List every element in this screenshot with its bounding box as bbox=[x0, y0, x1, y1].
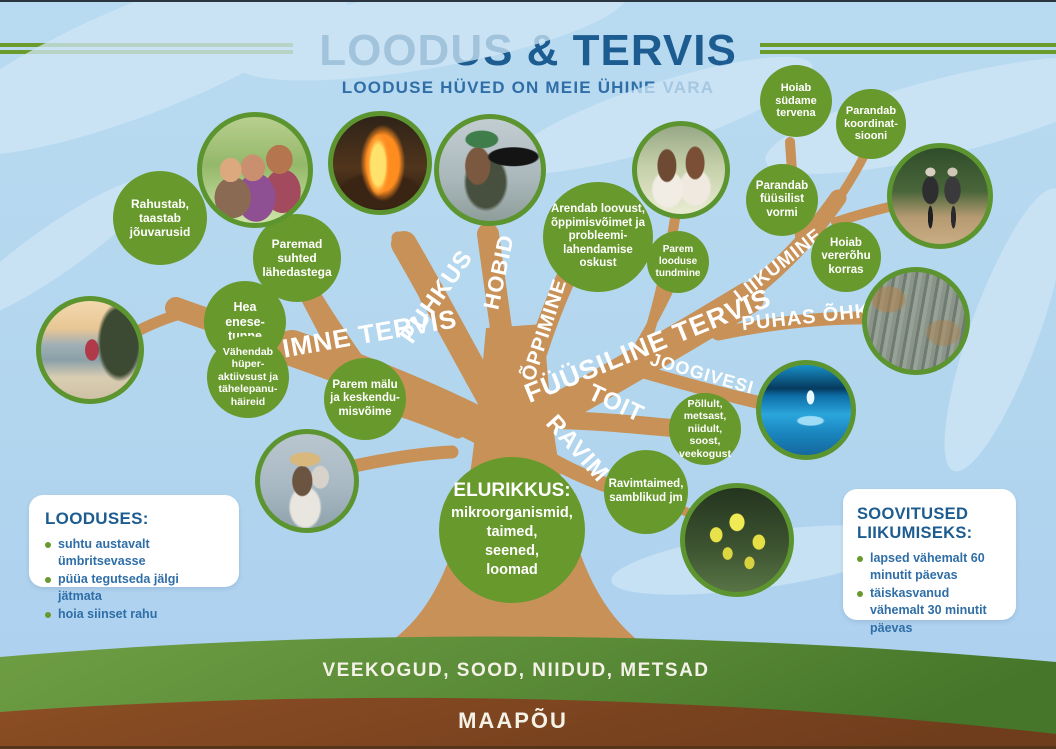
benefit-bubble-koordinatsioon: Parandab koordinat- siooni bbox=[836, 89, 906, 159]
bottom-border bbox=[0, 746, 1056, 749]
header-rule-right-top bbox=[760, 43, 1056, 47]
list-item: lapsed vähemalt 60 minutit päevas bbox=[857, 550, 1002, 585]
benefit-text: Rahustab, taastab jõuvarusid bbox=[129, 196, 191, 240]
benefit-text: Vähendab hüper- aktiivsust ja tähelepanu… bbox=[217, 346, 279, 408]
benefit-bubble-parem-malu: Parem mälu ja keskendu- misvõime bbox=[324, 358, 406, 440]
photo-cowslip-flowers bbox=[680, 483, 794, 597]
photo-nordic-walkers bbox=[887, 143, 993, 249]
sky-branch-watermark bbox=[0, 0, 1056, 595]
list-item: hoia siinset rahu bbox=[45, 606, 223, 624]
list-item: suhtu austavalt ümbritsevasse bbox=[45, 536, 223, 571]
benefit-text: Parandab füüsilist vormi bbox=[755, 179, 809, 219]
benefit-bubble-hyperaktiivsus: Vähendab hüper- aktiivsust ja tähelepanu… bbox=[207, 336, 289, 418]
photo-seaside-swing bbox=[36, 296, 144, 404]
infobox-soovitused-list: lapsed vähemalt 60 minutit päevas täiska… bbox=[857, 550, 1002, 638]
photo-family-outdoors bbox=[197, 112, 313, 228]
list-item: täiskasvanud vähemalt 30 minutit päevas bbox=[857, 585, 1002, 638]
list-item: püüa tegutseda jälgi jätmata bbox=[45, 571, 223, 606]
band-label-veekogud: VEEKOGUD, SOOD, NIIDUD, METSAD bbox=[322, 660, 710, 681]
band-brown-shape bbox=[0, 697, 1056, 749]
benefit-bubble-arendab-loovust: Arendab loovust, õppimisvõimet ja proble… bbox=[543, 182, 653, 292]
benefit-bubble-rahustab: Rahustab, taastab jõuvarusid bbox=[113, 171, 207, 265]
benefit-text: Parem looduse tundmine bbox=[655, 244, 701, 279]
benefit-bubble-fyysiline-vorm: Parandab füüsilist vormi bbox=[746, 164, 818, 236]
elurikkus-bubble: ELURIKKUS: mikroorganismid, taimed, seene… bbox=[439, 457, 585, 603]
photo-lichen-branch bbox=[862, 267, 970, 375]
photo-campfire bbox=[328, 111, 432, 215]
benefit-bubble-toidu-allikad: Põllult, metsast, niidult, soost, veekog… bbox=[669, 393, 741, 465]
benefit-text: Hoiab südame tervena bbox=[775, 81, 817, 120]
infobox-soovitused: SOOVITUSED LIIKUMISEKS: lapsed vähemalt … bbox=[843, 489, 1016, 635]
top-border bbox=[0, 0, 1056, 2]
benefit-text: Hoiab vererõhu korras bbox=[821, 236, 871, 276]
infobox-soovitused-title: SOOVITUSED LIIKUMISEKS: bbox=[857, 505, 973, 542]
infobox-looduses: LOODUSES: suhtu austavalt ümbritsevasse … bbox=[29, 495, 239, 621]
poster-subtitle: LOODUSE HÜVED ON MEIE ÜHINE VARA bbox=[341, 78, 715, 97]
benefit-bubble-looduse-tundmine: Parem looduse tundmine bbox=[647, 231, 709, 293]
benefit-bubble-sydame-tervis: Hoiab südame tervena bbox=[760, 65, 832, 137]
benefit-text: Paremad suhted lähedastega bbox=[262, 236, 332, 280]
infobox-looduses-list: suhtu austavalt ümbritsevasse püüa tegut… bbox=[45, 536, 223, 624]
elurikkus-title: ELURIKKUS: bbox=[453, 480, 571, 502]
header-rule-right-bottom bbox=[760, 50, 1056, 54]
elurikkus-text: ELURIKKUS: mikroorganismid, taimed, seene… bbox=[451, 480, 573, 580]
infobox-looduses-title: LOODUSES: bbox=[45, 509, 149, 528]
photo-water-drop bbox=[756, 360, 856, 460]
benefit-bubble-vererohk: Hoiab vererõhu korras bbox=[811, 222, 881, 292]
photo-nature-photographer bbox=[434, 114, 546, 226]
elurikkus-body: mikroorganismid, taimed, seened, loomad bbox=[451, 505, 573, 579]
benefit-text: Arendab loovust, õppimisvõimet ja proble… bbox=[551, 203, 645, 270]
photo-woman-reading bbox=[255, 429, 359, 533]
benefit-bubble-ravimtaimed: Ravimtaimed, samblikud jm bbox=[604, 450, 688, 534]
benefit-text: Parandab koordinat- siooni bbox=[844, 104, 898, 143]
benefit-text: Parem mälu ja keskendu- misvõime bbox=[330, 378, 400, 418]
benefit-text: Ravimtaimed, samblikud jm bbox=[608, 478, 684, 504]
photo-girls-in-meadow bbox=[632, 121, 730, 219]
band-label-maapou: MAAPÕU bbox=[458, 708, 568, 733]
benefit-text: Põllult, metsast, niidult, soost, veekog… bbox=[679, 398, 731, 460]
